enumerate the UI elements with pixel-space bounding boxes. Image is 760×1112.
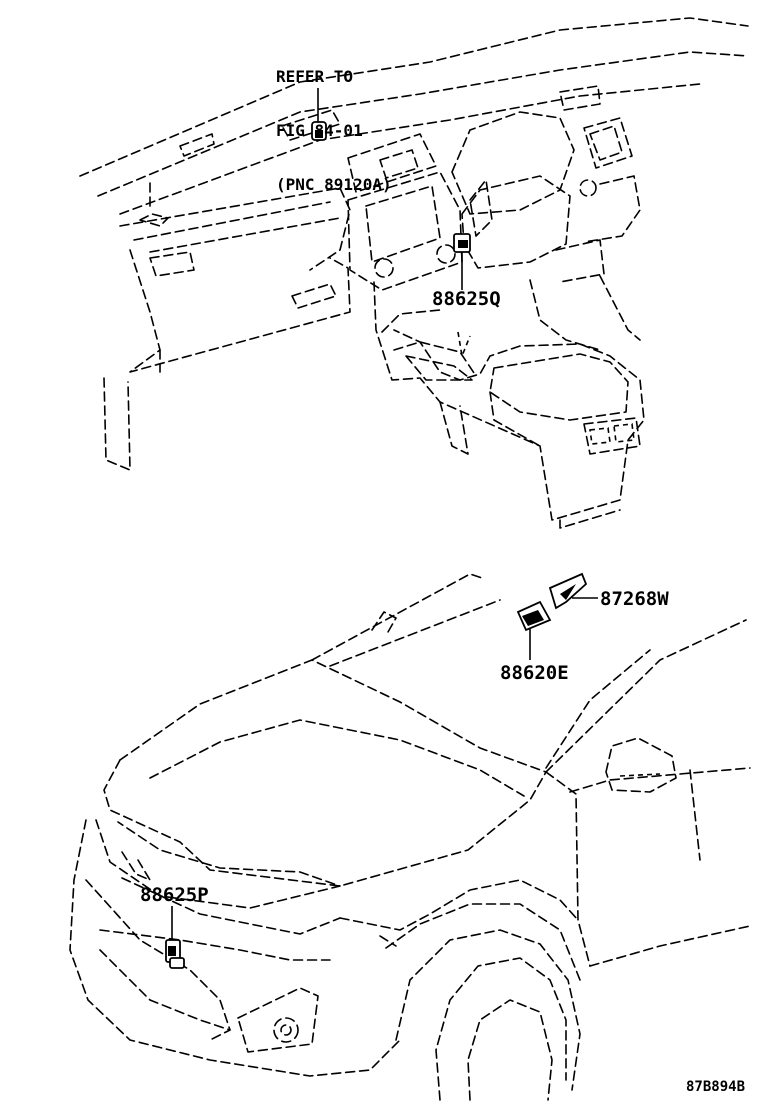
dashboard-illustration <box>79 17 749 529</box>
vehicle-front-illustration <box>69 572 751 1101</box>
part-label-88625p: 88625P <box>140 884 209 906</box>
part-label-88625q: 88625Q <box>432 288 501 310</box>
figure-code: 87B894B <box>686 1079 746 1095</box>
reference-note-line2: FIG 84-01 <box>276 121 363 140</box>
reference-note: REFER TO FIG 84-01 (PNC 89120A) <box>276 32 392 212</box>
reference-note-line3: (PNC 89120A) <box>276 175 392 194</box>
part-label-88620e: 88620E <box>500 662 569 684</box>
part-label-87268w: 87268W <box>600 588 669 610</box>
reference-note-line1: REFER TO <box>276 67 354 86</box>
